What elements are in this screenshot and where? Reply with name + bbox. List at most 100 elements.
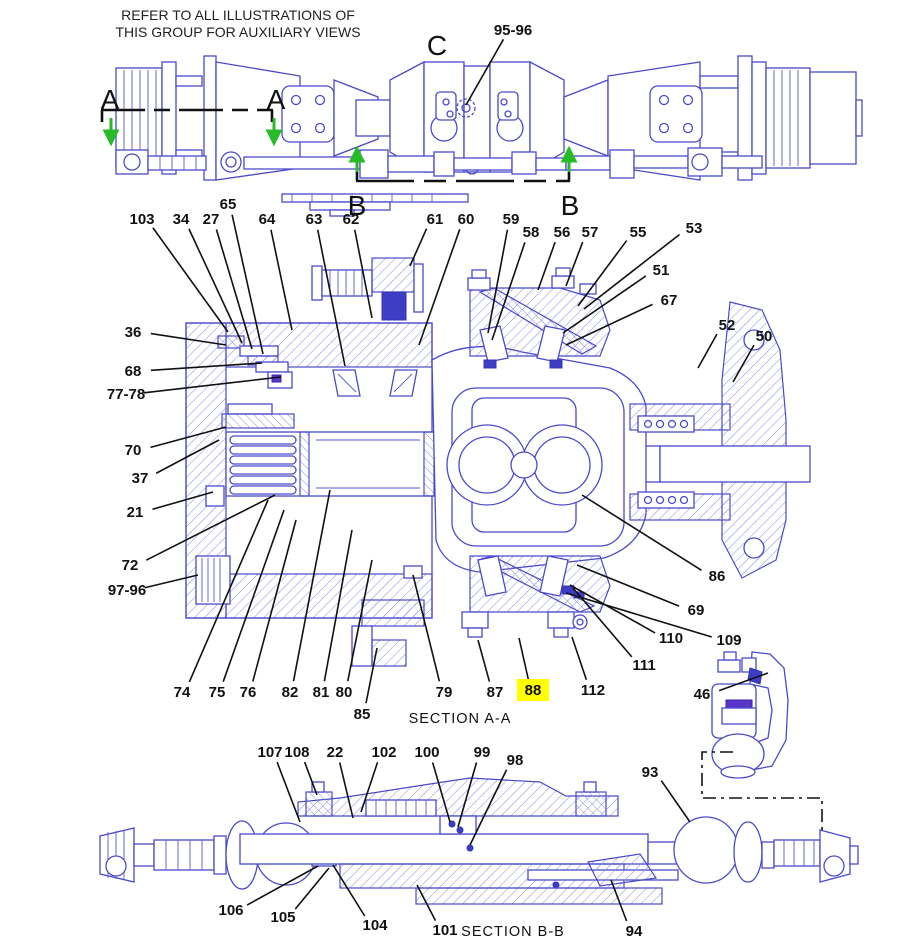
callout-105: 105 [270, 909, 295, 926]
leader-line-99 [457, 762, 478, 828]
leader-line-69 [576, 564, 680, 607]
callout-109: 109 [716, 632, 741, 649]
callout-21: 21 [127, 504, 144, 521]
callout-88: 88 [525, 682, 542, 699]
note-line-1: REFER TO ALL ILLUSTRATIONS OF [121, 7, 355, 23]
callout-112: 112 [581, 682, 605, 699]
leader-line-68 [150, 362, 263, 372]
leader-line-61 [409, 228, 428, 267]
callout-95-96: 95-96 [494, 22, 532, 39]
leader-line-94 [610, 879, 628, 922]
callout-82: 82 [282, 684, 299, 701]
callout-77-78: 77-78 [107, 386, 145, 403]
callout-72: 72 [122, 557, 139, 574]
leader-line-103 [152, 227, 229, 333]
callout-94: 94 [626, 923, 643, 940]
callout-74: 74 [174, 684, 191, 701]
callout-64: 64 [259, 211, 276, 228]
leader-line-104 [332, 864, 366, 917]
leader-line-53 [583, 233, 680, 310]
leader-line-107 [276, 761, 301, 823]
leader-line-21 [152, 491, 214, 511]
callout-62: 62 [343, 211, 360, 228]
callout-27: 27 [203, 211, 220, 228]
callout-81: 81 [313, 684, 330, 701]
callout-101: 101 [432, 922, 457, 939]
callout-36: 36 [125, 324, 142, 341]
callout-106: 106 [218, 902, 243, 919]
callout-79: 79 [436, 684, 453, 701]
leader-line-95-96 [465, 38, 505, 106]
callout-107: 107 [257, 744, 282, 761]
callout-86: 86 [709, 568, 726, 585]
callout-97-96: 97-96 [108, 582, 146, 599]
view-letter-B-570: B [561, 190, 580, 221]
section-a-a-caption: SECTION A-A [409, 711, 512, 727]
leader-line-106 [246, 865, 319, 906]
callout-98: 98 [507, 752, 524, 769]
view-letter-A-276: A [267, 84, 286, 115]
callout-110: 110 [659, 630, 683, 647]
leader-line-77-78 [143, 376, 282, 394]
leader-line-62 [353, 229, 373, 319]
leader-line-36 [150, 332, 227, 346]
callout-102: 102 [371, 744, 396, 761]
leader-line-80 [346, 559, 373, 682]
callout-67: 67 [661, 292, 678, 309]
leader-line-105 [294, 867, 330, 910]
section-a-a-drawing [185, 257, 811, 667]
leader-line-56 [537, 241, 556, 291]
leader-line-109 [565, 592, 712, 638]
callout-50: 50 [756, 328, 773, 345]
leader-line-98 [469, 769, 508, 846]
callout-108: 108 [284, 744, 309, 761]
leader-line-85 [365, 647, 378, 704]
section-b-b-caption: SECTION B-B [461, 924, 565, 940]
leader-line-63 [316, 229, 346, 367]
steering-link-bracket-drawing [701, 651, 823, 851]
leader-line-100 [431, 762, 451, 823]
callout-52: 52 [719, 317, 736, 334]
leader-line-22 [338, 762, 354, 819]
leader-line-57 [565, 241, 584, 287]
leader-line-58 [491, 242, 526, 341]
leader-line-87 [477, 639, 491, 682]
callout-103: 103 [129, 211, 154, 228]
leader-line-70 [150, 426, 227, 449]
view-letter-B-357: B [348, 190, 367, 221]
callout-69: 69 [688, 602, 705, 619]
callout-76: 76 [240, 684, 257, 701]
callout-60: 60 [458, 211, 475, 228]
leader-line-82 [292, 489, 331, 682]
leader-line-27 [215, 229, 253, 350]
callout-104: 104 [362, 917, 388, 934]
leader-line-88 [518, 637, 530, 680]
leader-line-93 [660, 780, 691, 823]
leader-line-60 [418, 229, 461, 346]
leader-line-55 [577, 240, 628, 307]
leader-line-76 [252, 519, 297, 682]
callout-56: 56 [554, 224, 571, 241]
green-arrow-down-left [102, 118, 120, 147]
callout-34: 34 [173, 211, 190, 228]
callout-22: 22 [327, 744, 344, 761]
callout-80: 80 [336, 684, 353, 701]
leader-line-79 [412, 574, 441, 682]
callout-53: 53 [686, 220, 703, 237]
leader-line-64 [270, 229, 293, 331]
callout-85: 85 [354, 706, 371, 723]
callout-57: 57 [582, 224, 599, 241]
callout-70: 70 [125, 442, 142, 459]
leader-line-51 [562, 275, 647, 334]
note-line-2: THIS GROUP FOR AUXILIARY VIEWS [115, 24, 360, 40]
leader-line-67 [565, 303, 653, 346]
callout-87: 87 [487, 684, 504, 701]
leader-line-46 [718, 672, 769, 692]
top-view-drawing [100, 55, 863, 217]
section-line-a-a [100, 108, 283, 147]
leader-line-108 [303, 761, 318, 796]
